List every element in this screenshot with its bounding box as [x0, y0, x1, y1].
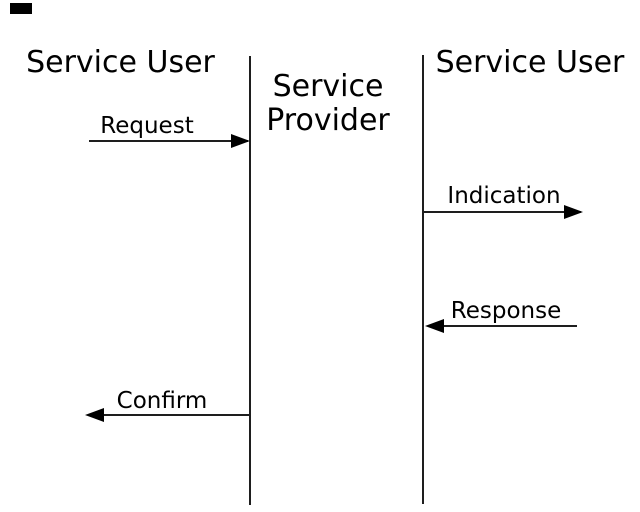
message-label-confirm: Confirm: [116, 388, 208, 414]
corner-mark: [10, 3, 32, 14]
message-line-response: [428, 325, 577, 327]
service-provider-line1: Service: [272, 69, 384, 104]
arrowhead-right-icon: [564, 205, 583, 219]
actor-label-left-service-user: Service User: [26, 45, 215, 80]
message-label-indication: Indication: [447, 183, 561, 209]
message-line-confirm: [95, 414, 250, 416]
message-label-response: Response: [450, 298, 562, 324]
actor-label-right-service-user: Service User: [435, 45, 625, 80]
service-provider-line2: Provider: [266, 103, 390, 138]
arrowhead-left-icon: [425, 319, 444, 333]
actor-label-service-provider: Service Provider: [238, 70, 418, 138]
lifeline-left: [249, 56, 251, 505]
arrowhead-right-icon: [231, 134, 250, 148]
lifeline-right: [422, 55, 424, 504]
message-line-indication: [423, 211, 581, 213]
message-label-request: Request: [100, 113, 194, 139]
arrowhead-left-icon: [85, 408, 104, 422]
message-line-request: [89, 140, 248, 142]
